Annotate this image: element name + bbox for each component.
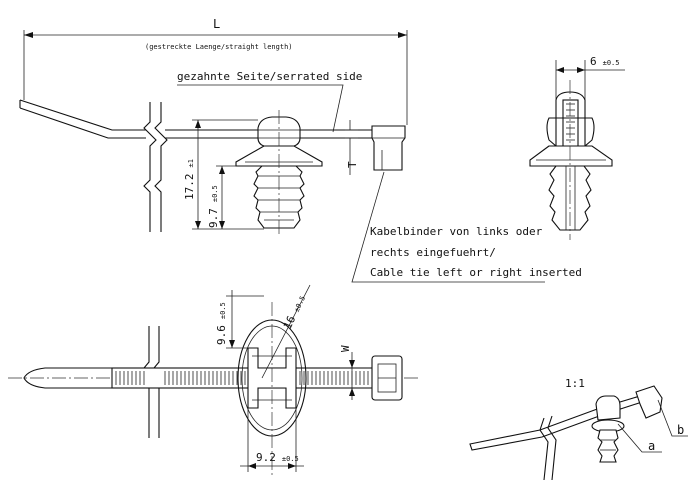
- arrowhead-icon: [219, 166, 225, 174]
- arrowhead-icon: [349, 360, 355, 368]
- strap-section: [562, 99, 579, 151]
- scale-label: 1:1: [565, 377, 585, 390]
- side-view: L (gestreckte Laenge/straight length) ge…: [19, 17, 582, 283]
- tie-tail-top: [23, 367, 112, 389]
- fir-tree-stud: [253, 165, 305, 229]
- callout-a-leader: [617, 423, 662, 453]
- tie-head: [371, 125, 406, 171]
- arrowhead-icon: [398, 32, 407, 38]
- tie-tail-bottom-edge: [19, 107, 146, 139]
- tie-strap-top-view: [111, 367, 375, 389]
- thickness-label: T: [346, 161, 359, 168]
- serrated-side-leader: [177, 84, 344, 133]
- base-diameter-dimension: 16 ±0.5: [278, 292, 309, 332]
- length-label: L: [213, 17, 220, 31]
- callout-b: b: [677, 423, 684, 437]
- height-total-dimension: 17.2 ±1: [180, 159, 197, 200]
- insertion-note-leader: [351, 171, 545, 283]
- arrowhead-icon: [24, 32, 33, 38]
- break-line: [143, 102, 157, 232]
- arrowhead-icon: [229, 340, 235, 348]
- front-base-disc: [529, 145, 613, 167]
- serrated-side-label: gezahnte Seite/serrated side: [177, 70, 362, 83]
- arrowhead-icon: [195, 221, 201, 229]
- arrowhead-icon: [556, 67, 564, 73]
- iso-head: [635, 385, 663, 419]
- front-view: 6 ±0.5: [529, 52, 625, 240]
- arrowhead-icon: [195, 120, 201, 128]
- callout-b-leader: [657, 399, 688, 437]
- break-line: [154, 102, 168, 232]
- arrowhead-icon: [349, 388, 355, 396]
- iso-clip-cap: [595, 395, 621, 421]
- isometric-view: 1:1 a b: [469, 377, 688, 481]
- arrowhead-icon: [219, 221, 225, 229]
- arrowhead-icon: [248, 463, 256, 469]
- insertion-note-line2: rechts eingefuehrt/: [370, 246, 496, 259]
- tie-tail-top-edge: [19, 99, 146, 131]
- height-fir-tree-dimension: 9.7 ±0.5: [204, 185, 221, 228]
- base-diameter-leader: [261, 284, 311, 379]
- top-view: W 9.6 ±0.5 16 ±0.5 9.2 ±0.5: [8, 284, 420, 475]
- callout-a: a: [648, 439, 655, 453]
- base-height-dimension: 9.6 ±0.5: [212, 302, 229, 345]
- arrowhead-icon: [577, 67, 585, 73]
- straight-length-note: (gestreckte Laenge/straight length): [145, 43, 293, 51]
- insertion-note-line3: Cable tie left or right inserted: [370, 266, 582, 279]
- fir-tree-width-dimension: 9.2 ±0.5: [256, 448, 299, 465]
- insertion-note-line1: Kabelbinder von links oder: [370, 225, 543, 238]
- arrowhead-icon: [288, 463, 296, 469]
- width-head-dimension: 6 ±0.5: [590, 52, 619, 69]
- iso-fir-tree: [597, 429, 619, 463]
- width-label: W: [339, 345, 352, 352]
